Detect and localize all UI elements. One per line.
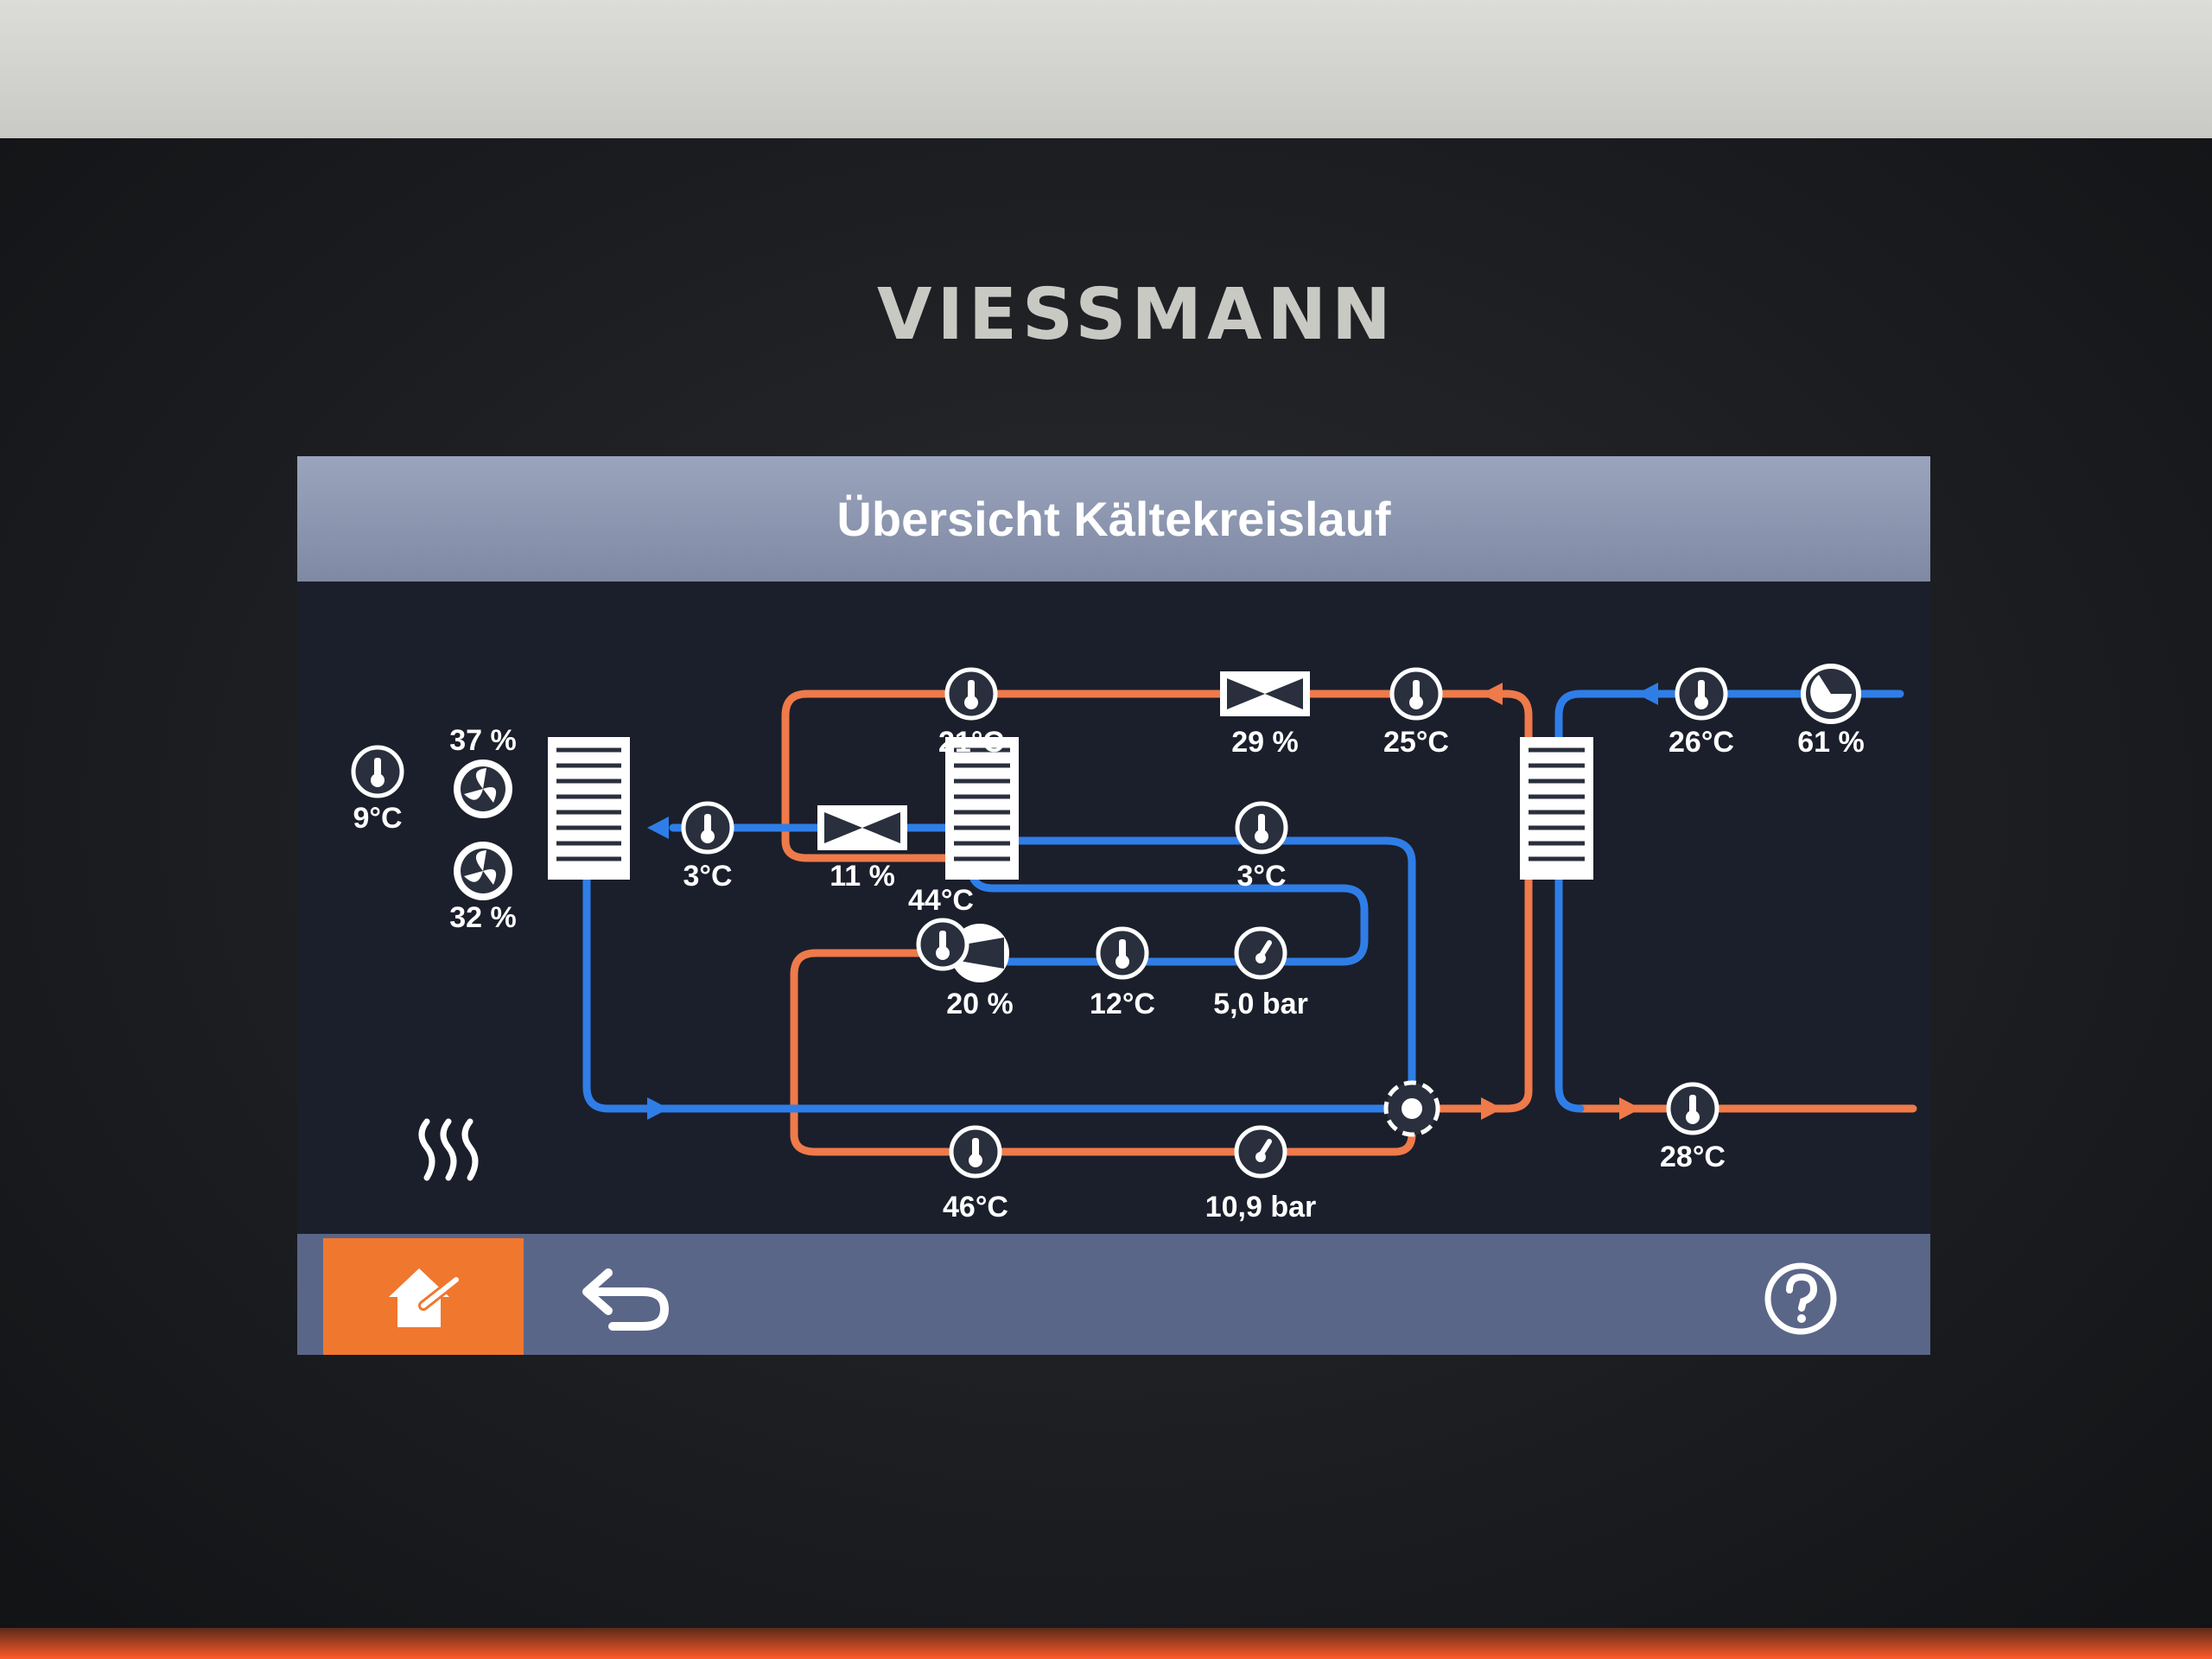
fan-lower-label: 32 % [449,901,517,934]
evaporator-coil [548,737,630,880]
thermometer-icon [1669,1084,1717,1133]
help-icon [1764,1262,1837,1335]
pressure-gauge-icon [1234,1125,1287,1179]
suction-right-temp-label: 3°C [1236,860,1286,893]
return-temp-label: 26°C [1669,726,1734,759]
bottom-toolbar [297,1234,1930,1355]
flow-arrow [1481,683,1503,705]
top-valve-label: 29 % [1231,726,1299,759]
back-button[interactable] [556,1251,695,1346]
evaporator-temp-label: 3°C [683,860,732,893]
compressor-label: 20 % [946,988,1014,1020]
thermometer-icon [1392,670,1440,718]
flow-arrow [1619,1097,1641,1120]
status-light-strip [0,1628,2212,1659]
flow-arrow [647,1097,669,1120]
page-title: Übersicht Kältekreislauf [836,492,1391,546]
help-button[interactable] [1749,1247,1853,1351]
flow-arrow [647,817,669,839]
hx-temp-label: 44°C [908,884,974,917]
thermometer-icon [1677,670,1726,718]
valve-icon [1220,671,1310,716]
discharge-temp-label: 46°C [943,1191,1008,1224]
pressure-gauge-icon [1234,926,1287,980]
thermometer-icon [1098,929,1147,977]
pump-label: 61 % [1797,726,1865,759]
pump-icon [1801,664,1861,724]
wall-background [0,0,2212,138]
top-left-temp-label: 21°C [938,726,1004,759]
thermometer-icon [951,1128,1000,1176]
refrigerant-circuit-diagram: 9°C 37 % 32 % 3°C 11 % 21°C 29 % 25°C 3°… [297,664,1917,1224]
low-pressure-label: 5,0 bar [1213,988,1308,1020]
fan-icon [454,842,512,900]
thermometer-icon [353,747,402,796]
thermometer-icon [683,804,732,852]
valve-icon [817,805,907,850]
top-right-temp-label: 25°C [1383,726,1449,759]
thermometer-icon [1237,804,1286,852]
fan-icon [454,760,512,818]
high-pressure-label: 10,9 bar [1205,1191,1317,1224]
brand-logo: VIESSMANN [877,274,1396,356]
four-way-valve-icon [1383,1080,1440,1137]
flow-temp-label: 28°C [1660,1141,1726,1173]
title-bar: Übersicht Kältekreislauf [297,456,1930,582]
flow-arrow [1481,1097,1503,1120]
back-arrow-icon [582,1268,670,1331]
thermometer-icon [947,670,995,718]
house-tools-icon [389,1268,461,1327]
small-valve-label: 11 % [830,860,895,893]
thermometer-icon [918,920,967,969]
internal-heat-exchanger [945,737,1019,880]
condenser [1520,737,1593,880]
flow-arrow [1637,683,1658,705]
display-screen: Übersicht Kältekreislauf [297,456,1930,1355]
service-menu-button[interactable] [323,1238,524,1355]
outdoor-temp-label: 9°C [353,802,402,835]
fan-upper-label: 37 % [449,724,517,757]
suction-temp-label: 12°C [1090,988,1155,1020]
heating-icon [418,1118,479,1181]
